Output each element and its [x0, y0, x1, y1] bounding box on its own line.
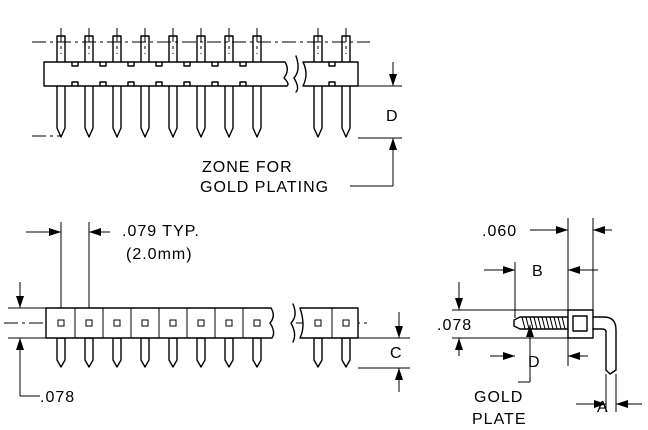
dim-a-label: A: [597, 399, 609, 416]
thread-mark: [557, 316, 562, 330]
thread-mark: [529, 316, 534, 330]
front-pin: [313, 35, 323, 138]
thread-mark: [541, 316, 546, 330]
bottom-view: .079 TYP. (2.0mm) .078 C: [4, 222, 410, 406]
housing-notch: [239, 61, 247, 67]
thread-mark: [545, 316, 550, 330]
bottom-pin: [252, 337, 262, 368]
dim-b-label: B: [532, 263, 544, 280]
pin-square: [197, 319, 205, 327]
dim-d-side-label: D: [528, 354, 541, 371]
housing-notch: [211, 81, 219, 87]
pin-square: [225, 319, 233, 327]
housing-bottom-right: [299, 307, 359, 339]
dim-d-label: D: [386, 108, 399, 125]
housing-notch: [99, 81, 107, 87]
thread-mark: [533, 316, 538, 330]
housing-right: [302, 61, 359, 87]
dim-060-label: .060: [482, 223, 517, 240]
break-line: [293, 55, 299, 93]
housing-bottom-left: [45, 307, 275, 339]
thread-mark: [561, 316, 566, 330]
pin-square: [169, 319, 177, 327]
front-pin: [341, 35, 351, 138]
pin-square: [113, 319, 121, 327]
housing-notch: [211, 61, 219, 67]
bottom-pin: [341, 337, 351, 368]
pin-square: [85, 319, 93, 327]
thread-mark: [553, 316, 558, 330]
thread-mark: [525, 316, 530, 330]
front-pin: [168, 35, 178, 138]
dim-c-label: C: [390, 345, 403, 362]
housing-notch: [71, 81, 79, 87]
pin-square: [314, 319, 322, 327]
dim-078-side-label: .078: [437, 317, 472, 334]
front-pin: [56, 35, 66, 138]
zone-label-line1: ZONE FOR: [202, 159, 293, 176]
side-view: .060 B .078 D GOLD: [437, 218, 642, 428]
bottom-pin: [224, 337, 234, 368]
bottom-pin: [56, 337, 66, 368]
housing-notch: [155, 61, 163, 67]
front-pin: [224, 35, 234, 138]
housing-notch: [183, 81, 191, 87]
pitch-mm-label: (2.0mm): [126, 246, 193, 263]
bottom-pin: [84, 337, 94, 368]
thread-mark: [537, 316, 542, 330]
front-pin: [84, 35, 94, 138]
front-pin: [140, 35, 150, 138]
bottom-pin: [140, 337, 150, 368]
front-pin: [252, 35, 262, 138]
bottom-pin: [168, 337, 178, 368]
pin-square: [141, 319, 149, 327]
housing-notch: [127, 81, 135, 87]
housing-notch: [328, 61, 336, 67]
pin-square: [253, 319, 261, 327]
gold-label-line2: PLATE: [472, 411, 527, 428]
bottom-pin: [112, 337, 122, 368]
zone-label-line2: GOLD PLATING: [200, 179, 329, 196]
front-view: D ZONE FOR GOLD PLATING: [32, 28, 402, 196]
bottom-pin: [313, 337, 323, 368]
front-pin: [112, 35, 122, 138]
housing-notch: [99, 61, 107, 67]
bottom-pin: [196, 337, 206, 368]
housing-notch: [328, 81, 336, 87]
side-housing: [567, 309, 594, 339]
housing-notch: [239, 81, 247, 87]
pin-square: [57, 319, 65, 327]
thread-mark: [549, 316, 554, 330]
front-pin: [196, 35, 206, 138]
front-pins: [56, 28, 351, 138]
thread-mark: [521, 316, 526, 330]
pitch-inch-label: .079 TYP.: [122, 223, 200, 240]
housing-left: [43, 61, 289, 87]
housing-notch: [127, 61, 135, 67]
gold-label-line1: GOLD: [474, 389, 523, 406]
pin-square: [342, 319, 350, 327]
housing-notch: [71, 61, 79, 67]
housing-notch: [183, 61, 191, 67]
housing-notch: [155, 81, 163, 87]
dim-078-label: .078: [40, 389, 75, 406]
